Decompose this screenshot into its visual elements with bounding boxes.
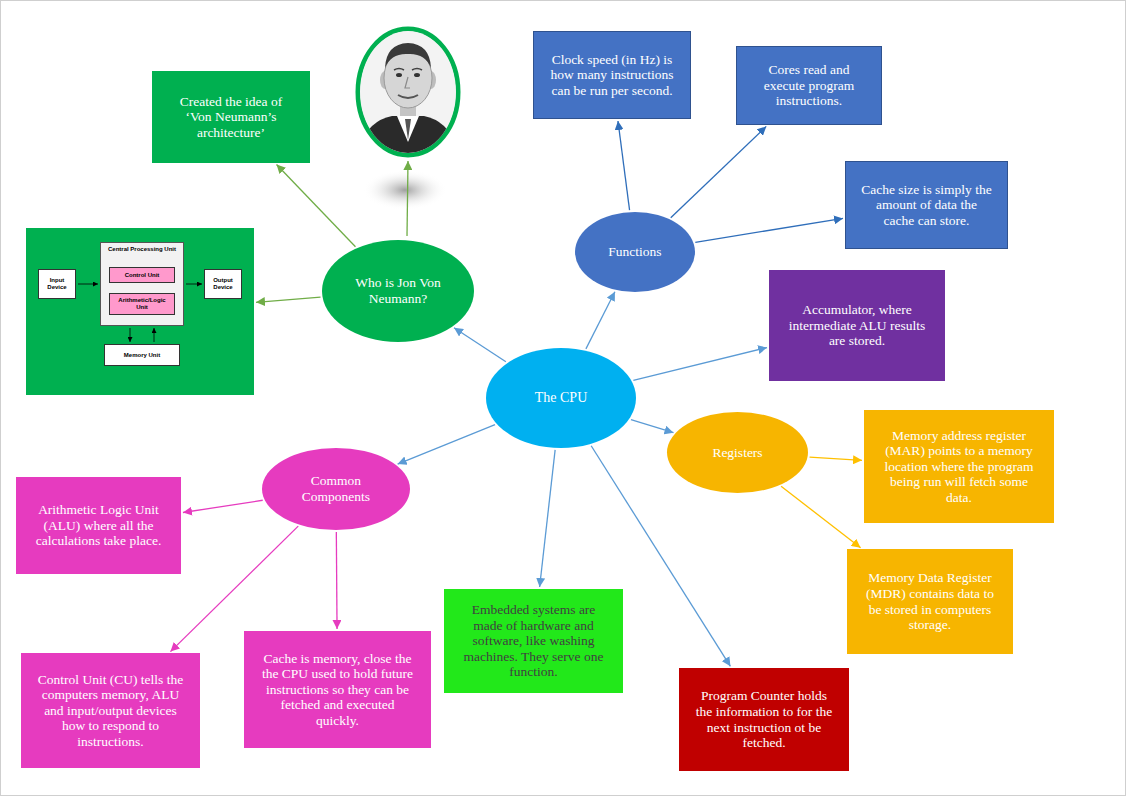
arrow-connector (277, 164, 356, 246)
arrow-connector (618, 121, 630, 210)
arrow-connector (454, 328, 506, 362)
node-label: Accumulator, where intermediate ALU resu… (783, 302, 931, 349)
note-box: Memory Data Register (MDR) contains data… (847, 549, 1013, 654)
ellipse-shape (262, 448, 410, 530)
arrow-connector (130, 328, 131, 342)
portrait-eye (396, 73, 402, 77)
block-box: Control Unit (109, 267, 175, 283)
portrait-photo (355, 28, 465, 162)
node-label: Created the idea of ‘Von Neumann’s archi… (166, 94, 296, 141)
block-box: Input Device (38, 269, 76, 299)
portrait-tie (405, 119, 411, 140)
portrait-eye (414, 73, 420, 77)
node-label: Memory Data Register (MDR) contains data… (861, 570, 999, 632)
node-label: Memory Unit (124, 352, 160, 359)
note-box: Control Unit (CU) tells the computers me… (21, 653, 200, 768)
portrait-suit (356, 116, 460, 162)
arrow-connector (631, 420, 674, 433)
node-label: Functions (608, 244, 661, 260)
arrow-connector (186, 284, 202, 285)
arrow-connector (78, 284, 98, 285)
ellipse-shape (575, 212, 695, 292)
node-label: Cache is memory, close the the CPU used … (258, 651, 417, 729)
node-label: The CPU (535, 390, 588, 406)
portrait-brow (412, 69, 422, 71)
note-box: Accumulator, where intermediate ALU resu… (769, 270, 945, 381)
arrow-connector (398, 425, 495, 464)
node-label: Arithmetic Logic Unit (ALU) where all th… (30, 502, 167, 549)
topic-ellipse: Functions (575, 212, 695, 292)
node-label: Embedded systems are made of hardware an… (458, 602, 609, 680)
note-box: Created the idea of ‘Von Neumann’s archi… (152, 71, 310, 163)
ellipse-shape (667, 412, 808, 493)
arrow-connector (336, 532, 338, 629)
topic-ellipse: Common Components (262, 448, 410, 530)
arrow-connector (183, 500, 263, 512)
note-box: Cache is memory, close the the CPU used … (244, 631, 431, 748)
arrow-connector (671, 126, 767, 217)
note-box: Arithmetic Logic Unit (ALU) where all th… (16, 477, 181, 574)
topic-ellipse: Registers (667, 412, 808, 493)
arrow-connector (695, 218, 843, 242)
block-box: Output Device (204, 269, 242, 299)
note-box: Cache size is simply the amount of data … (845, 161, 1008, 249)
arrow-connector (154, 328, 155, 342)
node-label: Central Processing Unit (108, 246, 176, 253)
arrow-connector (781, 486, 860, 548)
node-label: Control Unit (CU) tells the computers me… (35, 672, 186, 750)
node-label: Memory address register (MAR) points to … (878, 428, 1040, 506)
portrait-nose (405, 77, 410, 88)
photo-shadow (363, 170, 447, 210)
leader-arrow (407, 161, 408, 236)
node-label: Program Counter holds the information to… (693, 688, 835, 750)
portrait-hair (385, 43, 431, 68)
arrow-connector (540, 450, 556, 587)
ellipse-shape (322, 240, 474, 342)
portrait-mouth (398, 95, 418, 98)
node-label: Who is Jon Von Neumann? (345, 275, 451, 306)
arrow-connector (586, 292, 615, 349)
node-label: Control Unit (125, 272, 160, 279)
block-box: Memory Unit (104, 344, 180, 366)
node-label: Cache size is simply the amount of data … (860, 182, 993, 229)
node-label: Input Device (41, 277, 73, 291)
note-box: Embedded systems are made of hardware an… (444, 589, 623, 693)
note-box: Clock speed (in Hz) is how many instruct… (533, 31, 691, 119)
topic-ellipse: The CPU (486, 348, 636, 448)
node-label: Registers (712, 445, 762, 461)
portrait-brow (394, 69, 404, 71)
note-box: Program Counter holds the information to… (679, 668, 849, 771)
note-box: Memory address register (MAR) points to … (864, 410, 1054, 523)
block-box: Arithmetic/Logic Unit (109, 293, 175, 315)
portrait-shirt (397, 116, 419, 142)
arrow-connector (256, 297, 321, 302)
arrow-connector (633, 348, 767, 381)
node-label: Clock speed (in Hz) is how many instruct… (548, 52, 676, 99)
node-label: Cores read and execute program instructi… (751, 62, 867, 109)
block-box: Central Processing UnitControl UnitArith… (100, 242, 184, 326)
figure-panel: Input Device Central Processing UnitContr… (26, 228, 254, 395)
node-label: Arithmetic/Logic Unit (112, 297, 172, 311)
topic-ellipse: Who is Jon Von Neumann? (322, 240, 474, 342)
note-box: Cores read and execute program instructi… (736, 46, 882, 125)
node-label: Output Device (207, 277, 239, 291)
arrow-connector (810, 457, 862, 460)
node-label: Common Components (284, 473, 388, 504)
ellipse-shape (486, 348, 636, 448)
